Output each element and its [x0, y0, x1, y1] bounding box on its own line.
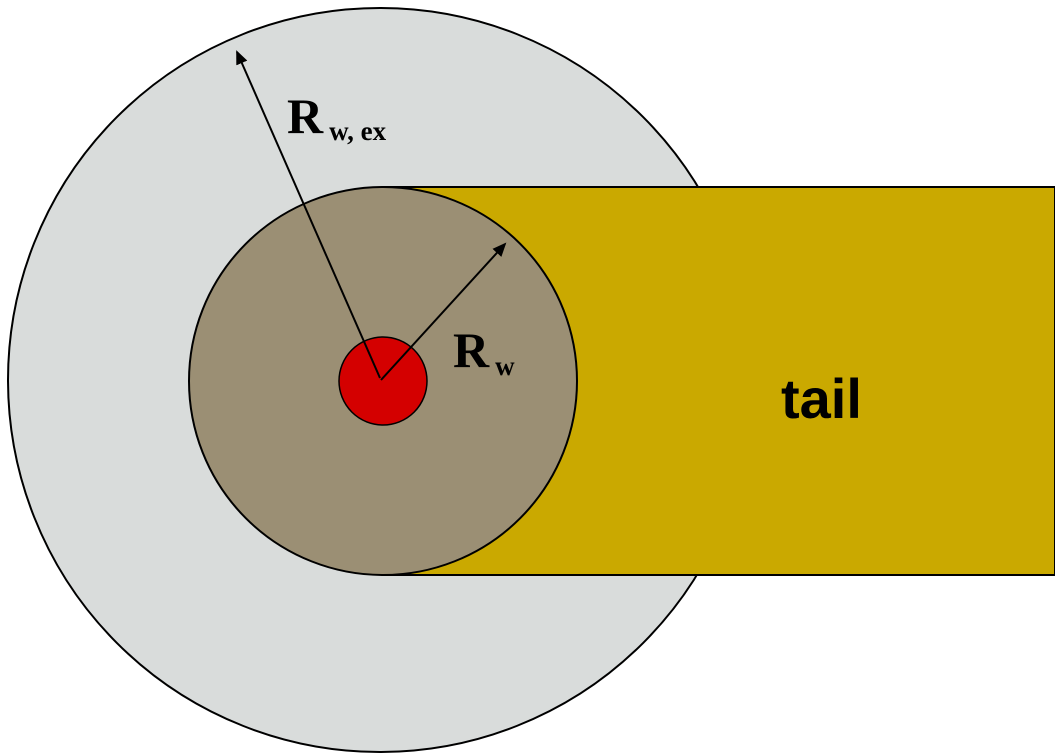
- outer-radius-label: R w, ex: [287, 88, 387, 146]
- inner-radius-symbol: R: [453, 322, 490, 378]
- outer-radius-subscript: w, ex: [329, 116, 386, 146]
- tail-label: tail: [781, 367, 862, 430]
- outer-radius-arrow: [236, 50, 381, 379]
- inner-radius-label: R w: [453, 322, 515, 381]
- inner-radius-subscript: w: [495, 351, 515, 381]
- core-disk: [338, 336, 428, 426]
- inner-radius-arrow: [380, 242, 507, 381]
- outer-radius-symbol: R: [287, 88, 324, 144]
